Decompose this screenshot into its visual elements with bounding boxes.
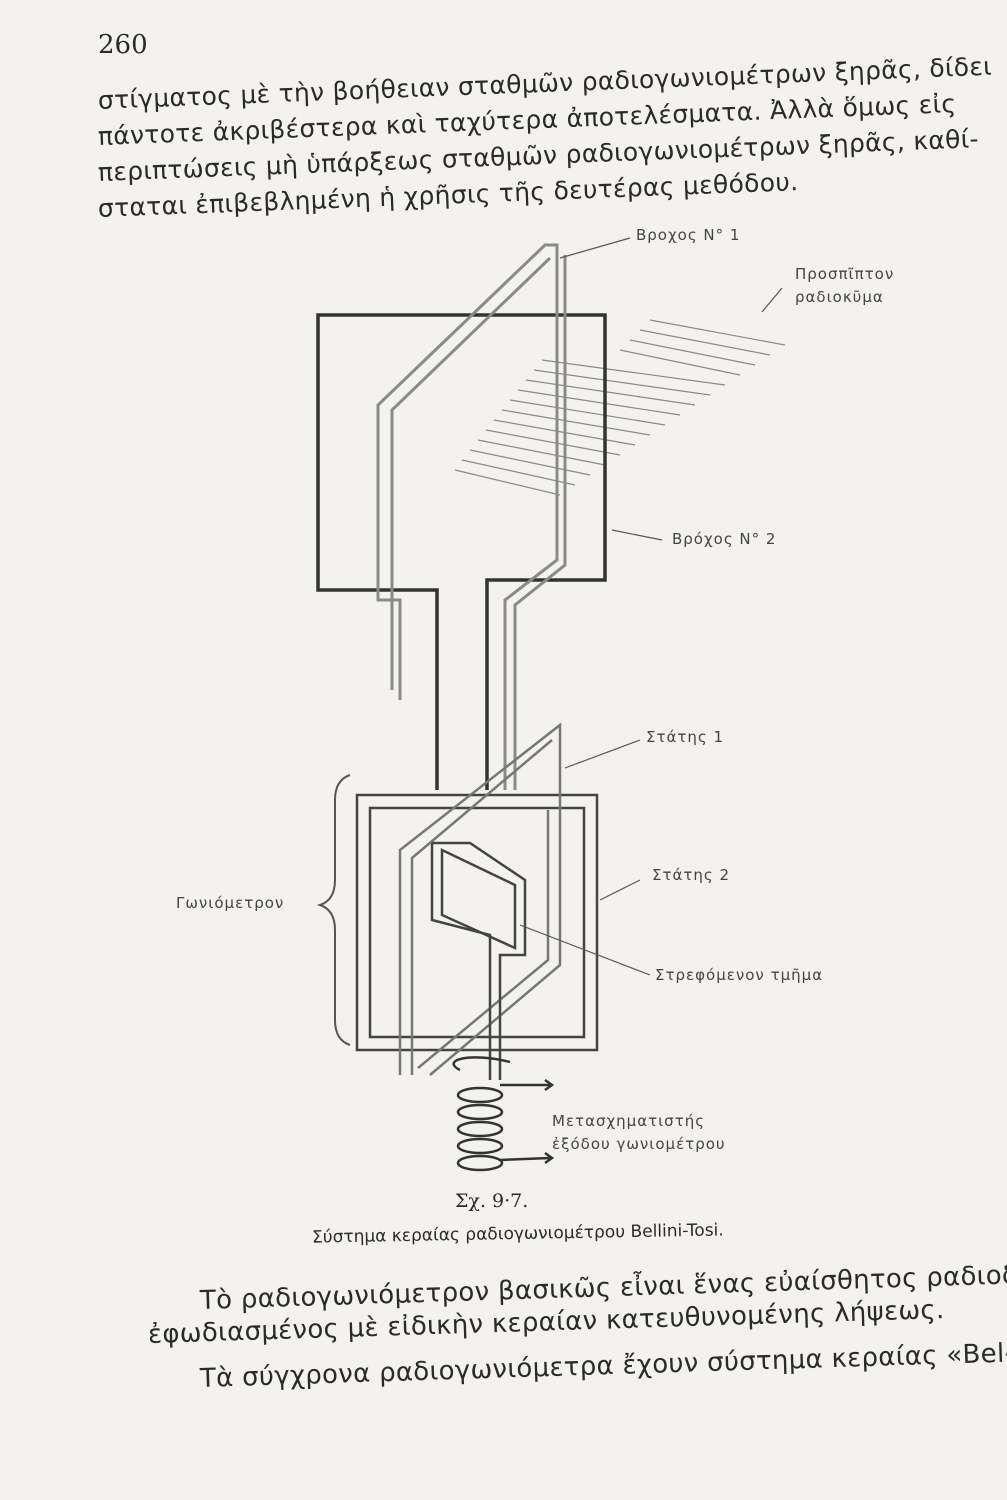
label-loop-2: Βρόχος Ν° 2 — [672, 530, 777, 548]
label-incident-wave-2: ραδιοκῦμα — [795, 288, 884, 306]
loop-2 — [316, 313, 607, 790]
label-transformer-2: ἐξόδου γωνιομέτρου — [552, 1135, 726, 1153]
figure-number: Σχ. 9·7. — [455, 1190, 529, 1212]
label-stator-1: Στάτης 1 — [646, 728, 725, 746]
label-stator-2: Στάτης 2 — [652, 866, 731, 884]
label-loop-1: Βροχος Ν° 1 — [636, 226, 741, 244]
rotor — [430, 841, 527, 1080]
leader-lines — [519, 237, 783, 976]
goniometer-brace — [316, 774, 351, 1046]
page-number: 260 — [98, 30, 148, 60]
label-incident-wave: Προσπῖπτον — [795, 265, 895, 283]
label-rotor: Στρεφόμενον τμῆμα — [655, 966, 824, 984]
label-transformer: Μετασχηματιστής — [552, 1112, 706, 1130]
incident-wave-hatching — [454, 319, 786, 496]
label-goniometer: Γωνιόμετρον — [176, 894, 285, 912]
stator-2 — [355, 793, 599, 1052]
output-transformer — [452, 1056, 555, 1172]
stator-1 — [398, 722, 562, 1076]
loop-1 — [376, 243, 567, 790]
